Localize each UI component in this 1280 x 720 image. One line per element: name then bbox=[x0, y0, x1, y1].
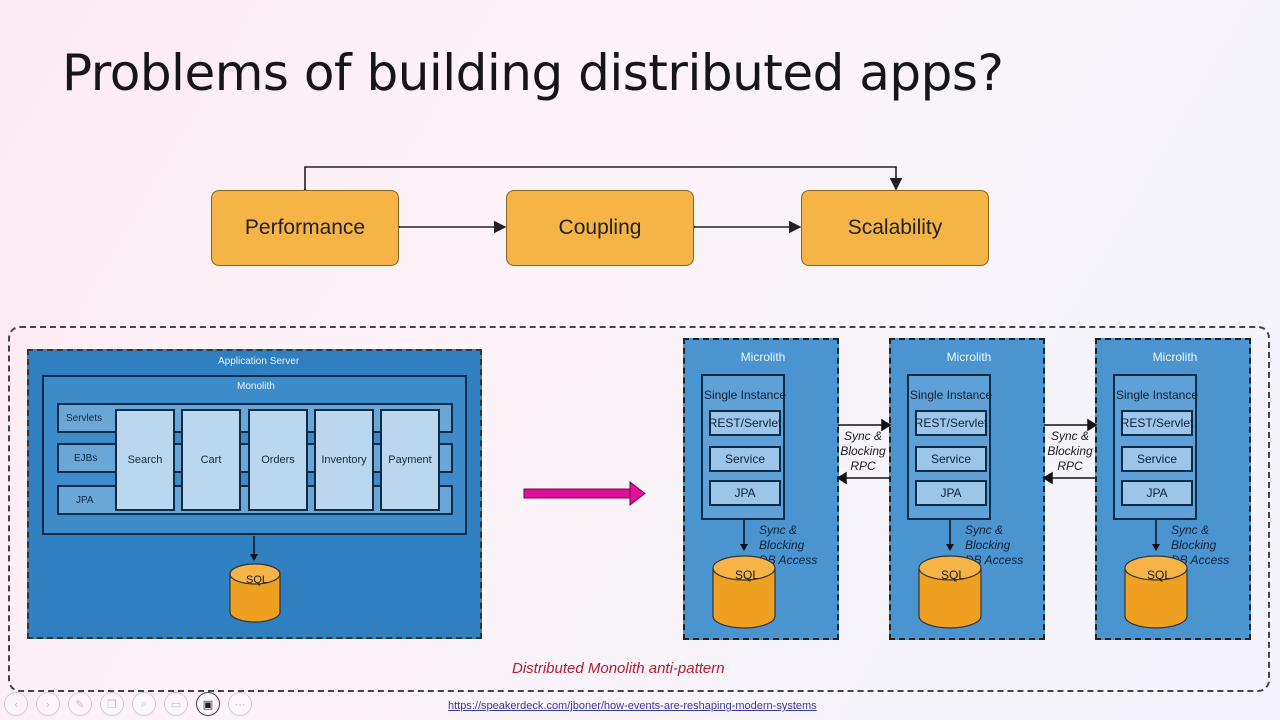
slot-service: Service bbox=[1121, 446, 1193, 472]
module-cart: Cart bbox=[181, 409, 241, 511]
pen-icon[interactable]: ✎ bbox=[68, 692, 92, 716]
module-payment: Payment bbox=[380, 409, 440, 511]
db-label: SQL bbox=[941, 568, 966, 582]
layer-label: Servlets bbox=[66, 413, 103, 424]
slot-service: Service bbox=[915, 446, 987, 472]
db-access-note: Sync & Blocking DB Access bbox=[759, 523, 837, 568]
zoom-icon[interactable]: ⌕ bbox=[132, 692, 156, 716]
slot-jpa: JPA bbox=[709, 480, 781, 506]
more-icon[interactable]: ⋯ bbox=[228, 692, 252, 716]
layer-label: EJBs bbox=[74, 453, 98, 464]
back-icon[interactable]: ‹ bbox=[4, 692, 28, 716]
app-server-label: Application Server bbox=[218, 356, 300, 367]
monolith-label: Monolith bbox=[237, 381, 275, 392]
slot-rest: REST/Servlet bbox=[915, 410, 987, 436]
slide-title: Problems of building distributed apps? bbox=[62, 44, 1004, 102]
monolith-db-cylinder bbox=[229, 536, 281, 623]
screen-icon[interactable]: ▭ bbox=[164, 692, 188, 716]
db-label: SQL bbox=[1147, 568, 1172, 582]
microlith-title: Microlith bbox=[946, 350, 992, 364]
db-access-line: Sync & Blocking bbox=[1171, 523, 1217, 552]
rpc-line: RPC bbox=[850, 459, 876, 473]
monolith-db-label: SQL bbox=[246, 574, 269, 586]
module-inventory: Inventory bbox=[314, 409, 374, 511]
microlith-3: Microlith Single Instance REST/Servlet S… bbox=[1095, 338, 1251, 640]
instance-label: Single Instance bbox=[909, 388, 993, 402]
slot-rest: REST/Servlet bbox=[1121, 410, 1193, 436]
performance-box: Performance bbox=[211, 190, 399, 266]
copy-icon[interactable]: ❐ bbox=[100, 692, 124, 716]
microlith-title: Microlith bbox=[740, 350, 786, 364]
single-instance: Single Instance REST/Servlet Service JPA bbox=[907, 374, 993, 520]
db-access-line: Sync & Blocking bbox=[965, 523, 1011, 552]
db-label: SQL bbox=[735, 568, 760, 582]
instance-label: Single Instance bbox=[703, 388, 787, 402]
diagram-caption: Distributed Monolith anti-pattern bbox=[512, 660, 725, 677]
slot-rest: REST/Servlet bbox=[709, 410, 781, 436]
source-link[interactable]: https://speakerdeck.com/jboner/how-event… bbox=[448, 700, 817, 712]
rpc-line: Sync & bbox=[843, 429, 882, 443]
slot-jpa: JPA bbox=[1121, 480, 1193, 506]
module-search: Search bbox=[115, 409, 175, 511]
coupling-box: Coupling bbox=[506, 190, 694, 266]
instance-label: Single Instance bbox=[1115, 388, 1199, 402]
layer-label: JPA bbox=[76, 495, 94, 506]
microlith-title: Microlith bbox=[1152, 350, 1198, 364]
rpc-line: Blocking bbox=[1047, 444, 1093, 458]
forward-icon[interactable]: › bbox=[36, 692, 60, 716]
rpc-line: Blocking bbox=[840, 444, 886, 458]
presentation-toolbar: ‹ › ✎ ❐ ⌕ ▭ ▣ ⋯ bbox=[4, 692, 252, 716]
slot-service: Service bbox=[709, 446, 781, 472]
slot-jpa: JPA bbox=[915, 480, 987, 506]
db-access-line: Sync & Blocking bbox=[759, 523, 805, 552]
video-icon[interactable]: ▣ bbox=[196, 692, 220, 716]
loop-connector bbox=[298, 166, 903, 201]
db-cylinder bbox=[918, 520, 982, 629]
diagram-frame bbox=[8, 326, 1270, 692]
rpc-note-2: Sync & Blocking RPC bbox=[1045, 429, 1095, 474]
rpc-note-1: Sync & Blocking RPC bbox=[838, 429, 888, 474]
scalability-box: Scalability bbox=[801, 190, 989, 266]
transition-arrow-icon bbox=[523, 480, 646, 507]
microlith-2: Microlith Single Instance REST/Servlet S… bbox=[889, 338, 1045, 640]
db-cylinder bbox=[712, 520, 776, 629]
single-instance: Single Instance REST/Servlet Service JPA bbox=[701, 374, 787, 520]
db-cylinder bbox=[1124, 520, 1188, 629]
rpc-line: RPC bbox=[1057, 459, 1083, 473]
rpc-line: Sync & bbox=[1050, 429, 1089, 443]
module-orders: Orders bbox=[248, 409, 308, 511]
single-instance: Single Instance REST/Servlet Service JPA bbox=[1113, 374, 1199, 520]
microlith-1: Microlith Single Instance REST/Servlet S… bbox=[683, 338, 839, 640]
